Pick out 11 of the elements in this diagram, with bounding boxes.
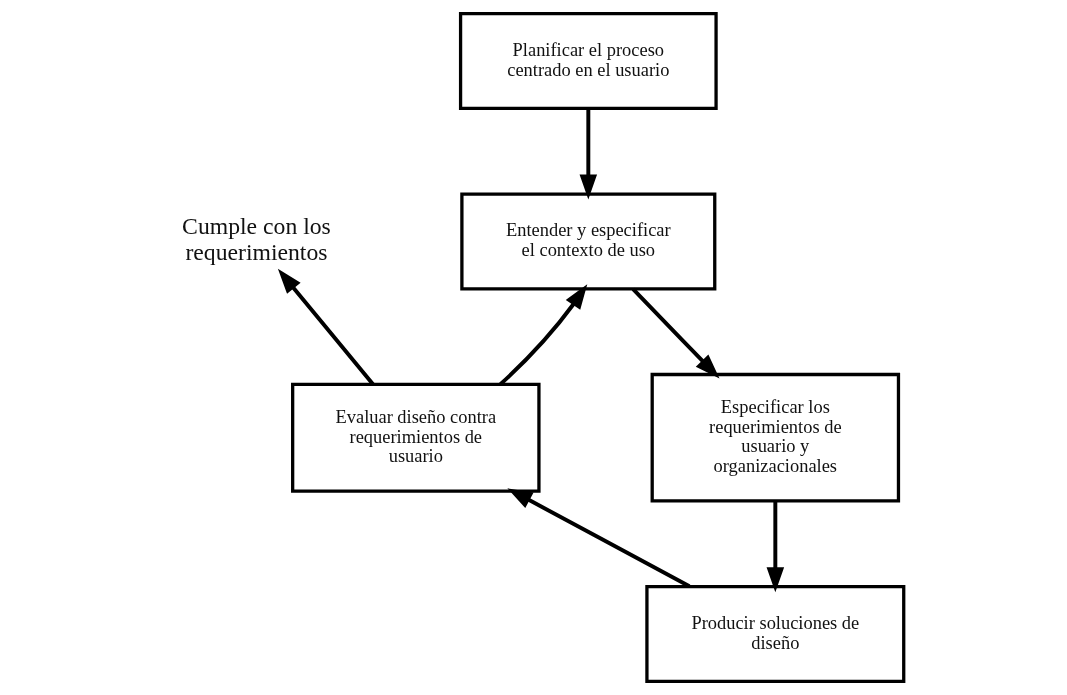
node-box: Entender y especificar el contexto de uso [459,192,716,291]
node-box: Producir soluciones de diseño [644,584,905,683]
node-box: Evaluar diseño contra requerimientos de usuario [290,382,541,493]
node-text: Cumple con los requerimientos [181,213,331,266]
arrow [579,108,597,200]
arrow [631,287,719,379]
arrow [766,501,784,593]
arrow [498,284,587,386]
node-box: Planificar el proceso centrado en el usuario [458,12,718,111]
arrow [277,268,374,386]
node-box: Especificar los requerimientos de usuario y organizacionales [650,372,900,503]
